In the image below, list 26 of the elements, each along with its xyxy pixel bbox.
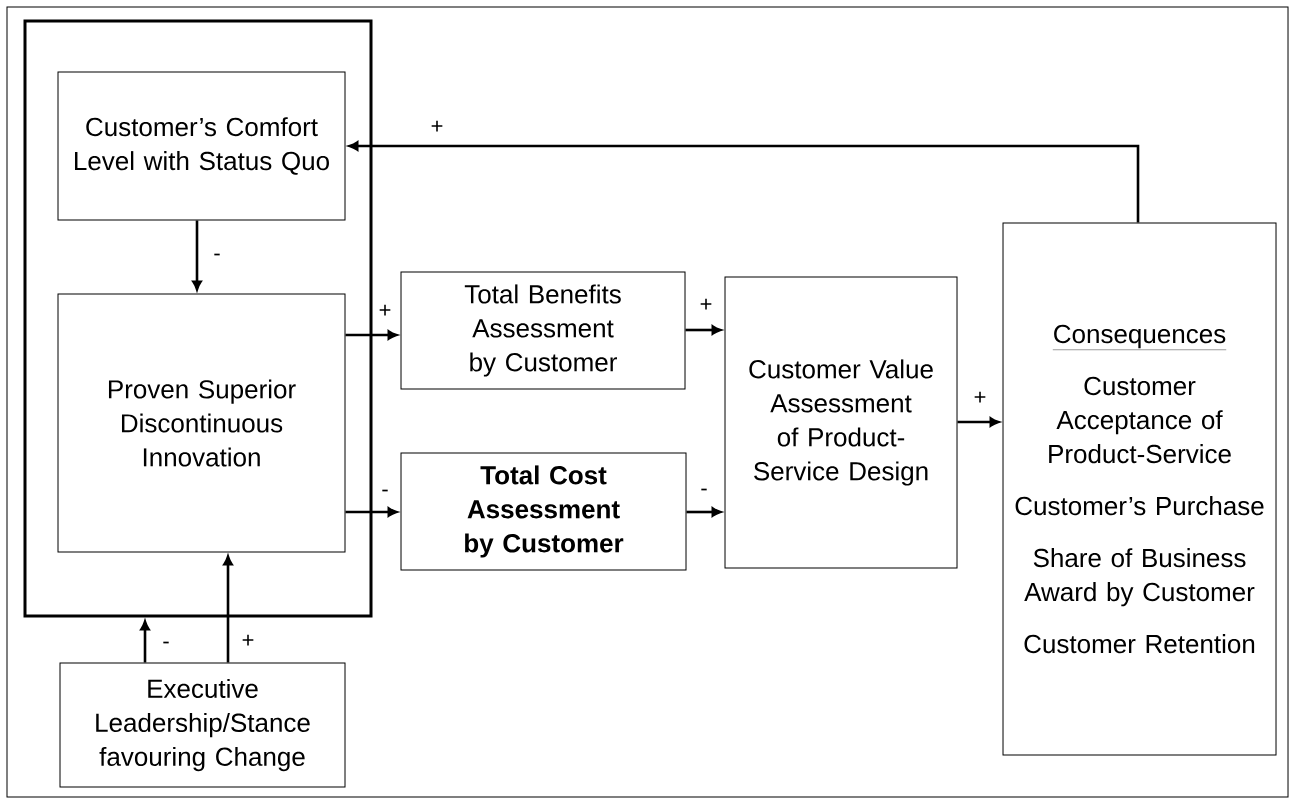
arrow [223, 555, 233, 663]
arrow [957, 417, 1000, 427]
process-box: Customer’s Comfort Level with Status Quo [57, 71, 346, 221]
edge-label: - [163, 641, 169, 644]
process-box: Proven Superior Discontinuous Innovation [57, 293, 346, 553]
arrow [192, 220, 202, 291]
edge-label: + [974, 391, 986, 403]
arrow [345, 507, 398, 517]
edge-label: - [701, 488, 707, 491]
list-box: Consequences Customer Acceptance of Product-Service Customer’s Purchase Share of Business Award by Customer Customer Retention [1002, 222, 1277, 756]
process-box: Executive Leadership/Stance favouring Change [59, 662, 346, 788]
arrow [685, 325, 722, 335]
arrow [348, 141, 1140, 223]
process-box: Total Cost Assessment by Customer [400, 452, 687, 571]
process-box: Customer Value Assessment of Product-Service Design [724, 276, 958, 569]
arrow [345, 330, 398, 340]
edge-label: + [242, 634, 254, 646]
edge-label: + [700, 298, 712, 310]
edge-label: + [431, 120, 443, 132]
edge-label: - [214, 253, 220, 256]
arrow [686, 507, 722, 517]
edge-label: - [382, 489, 388, 492]
arrow [140, 620, 150, 663]
group-box [23, 19, 373, 618]
edge-label: + [379, 304, 391, 316]
process-box: Total Benefits Assessment by Customer [400, 271, 686, 390]
